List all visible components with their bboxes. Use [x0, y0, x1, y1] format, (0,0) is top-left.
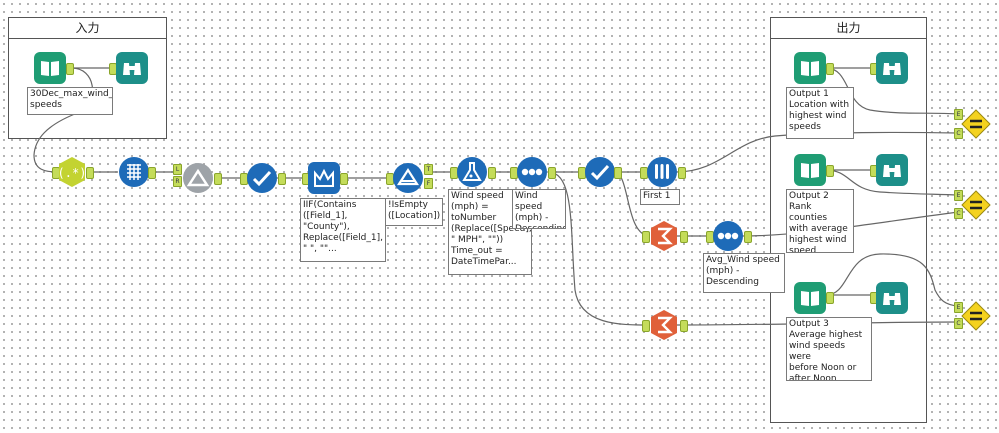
sample-output-anchor[interactable] [678, 167, 686, 179]
input-data-tool[interactable] [34, 52, 66, 84]
flask-icon [457, 157, 487, 187]
test-equal-icon [961, 301, 991, 331]
filter-true-anchor[interactable]: T [424, 164, 433, 175]
svg-text:(.*): (.*) [58, 166, 87, 180]
columns-icon [119, 157, 149, 187]
regex-icon: (.*) [58, 157, 87, 187]
browse-tool-3[interactable] [876, 282, 908, 314]
test2-expected-anchor[interactable]: E [954, 190, 963, 201]
book-icon [34, 52, 66, 84]
binoculars-icon [876, 282, 908, 314]
binoculars-icon [116, 52, 148, 84]
dynamic-output-anchor[interactable] [214, 173, 222, 185]
test3-expected-anchor[interactable]: E [954, 302, 963, 313]
sort1-annotation: Wind speed (mph) - Descending [512, 189, 566, 229]
output-tool-1[interactable] [794, 52, 826, 84]
output2-output-anchor[interactable] [826, 165, 834, 177]
filter-tool[interactable] [392, 162, 424, 194]
regex-output-anchor[interactable] [86, 167, 94, 179]
cleanse-output-anchor[interactable] [148, 167, 156, 179]
output1-output-anchor[interactable] [826, 63, 834, 75]
sample-annotation: First 1 [640, 189, 680, 205]
data-cleansing-tool[interactable] [118, 156, 150, 188]
sigma-icon [651, 221, 677, 251]
test-equal-icon [961, 109, 991, 139]
input-annotation: 30Dec_max_wind_ speeds [27, 87, 113, 115]
binoculars-icon [876, 154, 908, 186]
filter-icon [393, 163, 423, 193]
formula-tool-2[interactable] [456, 156, 488, 188]
output-container-title: 出力 [771, 18, 926, 39]
sort-tool-1[interactable] [516, 156, 548, 188]
output3-annotation: Output 3 Average highest wind speeds wer… [786, 317, 872, 381]
filter-false-anchor[interactable]: F [424, 178, 433, 189]
select2-output-anchor[interactable] [614, 167, 622, 179]
book-icon [794, 52, 826, 84]
summarize-tool-2[interactable] [648, 309, 680, 341]
summarize1-output-anchor[interactable] [680, 231, 688, 243]
test-tool-1[interactable] [960, 108, 992, 140]
sort-icon [713, 221, 743, 251]
input-output-anchor[interactable] [66, 63, 74, 75]
formula2-output-anchor[interactable] [488, 167, 496, 179]
output1-annotation: Output 1 Location with highest wind spee… [786, 87, 854, 139]
summarize1-input-anchor[interactable] [642, 231, 650, 243]
test3-compare-anchor[interactable]: C [954, 318, 963, 329]
output3-output-anchor[interactable] [826, 292, 834, 304]
output-tool-2[interactable] [794, 154, 826, 186]
summarize-tool-1[interactable] [648, 220, 680, 252]
sort1-output-anchor[interactable] [548, 167, 556, 179]
test-tubes-icon [647, 157, 677, 187]
test-tool-3[interactable] [960, 300, 992, 332]
formula2-annotation: Wind speed (mph) = toNumber (Replace([Sp… [448, 189, 532, 275]
datetime-left-anchor[interactable]: L [173, 164, 182, 175]
regex-tool[interactable]: (.*) [56, 156, 88, 188]
test-equal-icon [961, 190, 991, 220]
formula-crown-icon [308, 162, 340, 194]
formula1-annotation: IIF(Contains ([Field_1], "County"), Repl… [300, 198, 386, 262]
binoculars-icon [876, 52, 908, 84]
dynamic-input-icon [183, 163, 213, 193]
check-icon [247, 163, 277, 193]
select-tool-1[interactable] [246, 162, 278, 194]
sort-tool-2[interactable] [712, 220, 744, 252]
output2-annotation: Output 2 Rank counties with average high… [786, 189, 854, 253]
sort2-annotation: Avg_Wind speed (mph) - Descending [703, 253, 785, 293]
formula1-output-anchor[interactable] [340, 173, 348, 185]
check-icon [585, 157, 615, 187]
test2-compare-anchor[interactable]: C [954, 208, 963, 219]
browse-tool-2[interactable] [876, 154, 908, 186]
sort2-output-anchor[interactable] [744, 231, 752, 243]
browse-input-tool[interactable] [116, 52, 148, 84]
test1-compare-anchor[interactable]: C [954, 128, 963, 139]
browse-tool-1[interactable] [876, 52, 908, 84]
formula-tool-1[interactable] [308, 162, 340, 194]
dynamic-input-tool[interactable] [182, 162, 214, 194]
datetime-right-anchor[interactable]: R [173, 176, 182, 187]
book-icon [794, 282, 826, 314]
test1-expected-anchor[interactable]: E [954, 109, 963, 120]
book-icon [794, 154, 826, 186]
summarize2-output-anchor[interactable] [680, 320, 688, 332]
sample-tool[interactable] [646, 156, 678, 188]
summarize2-input-anchor[interactable] [642, 320, 650, 332]
test-tool-2[interactable] [960, 189, 992, 221]
input-container-title: 入力 [9, 18, 166, 39]
output-tool-3[interactable] [794, 282, 826, 314]
select1-output-anchor[interactable] [278, 173, 286, 185]
sort-icon [517, 157, 547, 187]
sigma-icon [651, 310, 677, 340]
select-tool-2[interactable] [584, 156, 616, 188]
filter-annotation: !IsEmpty ([Location]) [385, 198, 443, 226]
